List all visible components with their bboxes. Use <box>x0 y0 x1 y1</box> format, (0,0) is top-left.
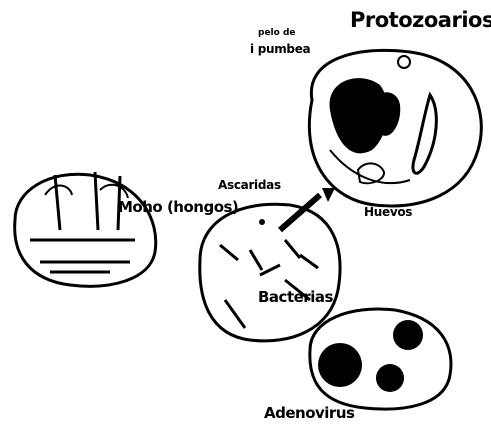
mold-cell <box>15 172 156 286</box>
label-protozoarios: Protozoarios <box>350 8 491 32</box>
label-moho-hongos: Moho (hongos) <box>118 198 238 216</box>
adenovirus-cell <box>310 309 451 409</box>
label-huevos: Huevos <box>364 205 412 219</box>
label-ascaridas: Ascaridas <box>218 178 281 192</box>
bacteria-cell <box>200 204 340 341</box>
label-bacterias: Bacterias <box>258 288 333 306</box>
protozoa-cell <box>309 50 481 206</box>
label-pelo-de: pelo de <box>258 28 296 38</box>
label-adenovirus: Adenovirus <box>264 404 354 422</box>
label-pili-2: i pumbea <box>250 42 310 56</box>
